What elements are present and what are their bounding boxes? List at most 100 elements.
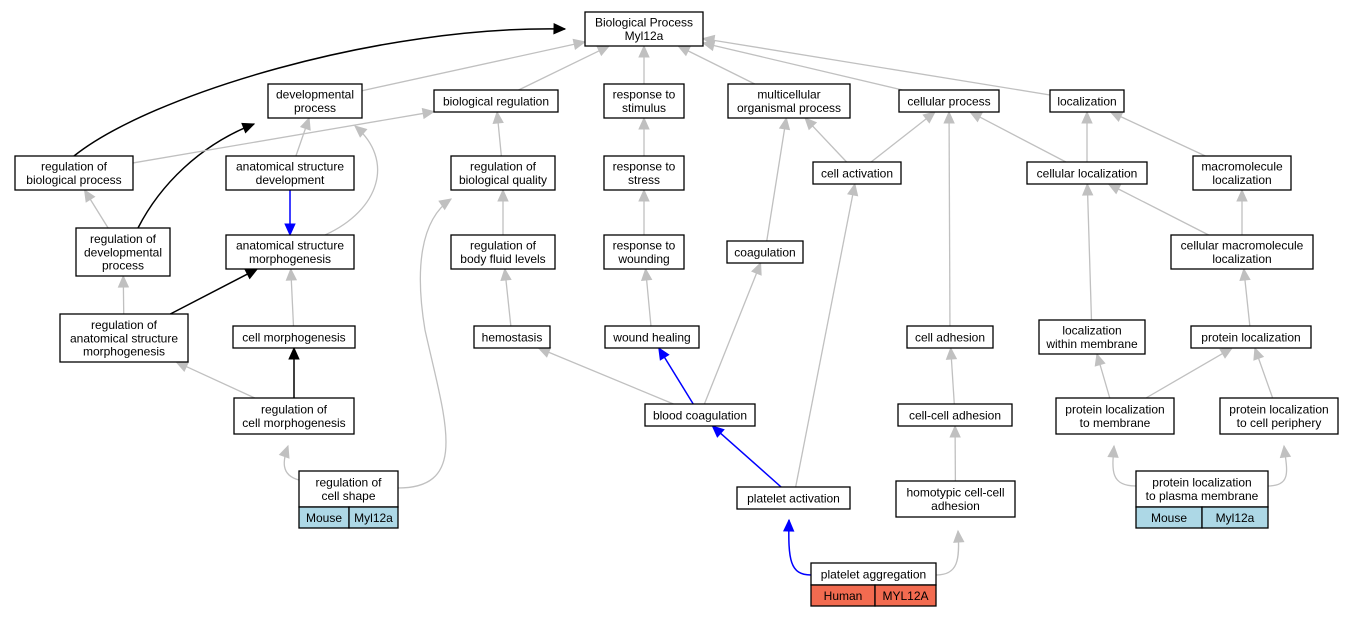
edge-reg-cell-shape-to-reg-cell-morph [278,444,300,481]
node-box [726,240,804,264]
arrowhead [354,125,368,138]
edge-reg-cell-morph-to-reg-anat-morph [175,361,256,399]
arrowhead [553,23,567,35]
edge-line [73,28,566,157]
arrowhead [1094,352,1106,367]
edge-line [870,118,927,163]
node-label: Myl12a [625,29,664,43]
edge-resp-stress-to-resp-stim [638,116,650,156]
edge-line [497,122,502,157]
edge-resp-wound-to-resp-stress [638,188,650,235]
node-label: cell-cell adhesion [909,408,1001,422]
edge-cell-loc-to-localization [1081,110,1093,162]
edge-line [663,356,694,405]
node-wound-heal[interactable]: wound healing [604,325,700,349]
node-box [584,11,704,47]
node-label: cell morphogenesis [242,416,345,430]
node-blood-coag[interactable]: blood coagulation [644,403,756,427]
node-box [603,155,685,191]
edge-prot-loc-mem-to-loc-within-mem [1094,352,1111,399]
node-bio-reg[interactable]: biological regulation [433,89,559,113]
edge-anat-dev-to-anat-morph [284,190,296,237]
node-label: localization [1057,94,1116,108]
node-plt-act[interactable]: platelet activation [736,486,851,510]
node-label: regulation of [41,160,108,174]
node-label: protein localization [1201,330,1300,344]
node-cell-adh[interactable]: cell adhesion [906,325,994,349]
node-label: macromolecule [1201,160,1283,174]
edge-localization-to-bp [701,34,1051,96]
edge-reg-bio-proc-to-bio-reg [132,107,436,164]
arrowhead [953,529,965,543]
node-cell-loc[interactable]: cellular localization [1026,161,1148,185]
node-label: biological process [26,173,121,187]
node-hemostasis[interactable]: hemostasis [473,325,551,349]
edge-line [720,432,782,488]
node-localization[interactable]: localization [1049,89,1125,113]
node-box [232,325,356,349]
edge-blood-coag-to-hemostasis [537,347,674,405]
edge-blood-coag-to-coag [703,261,762,405]
node-label: cellular macromolecule [1181,239,1304,253]
edge-reg-anat-morph-to-anat-morph [169,268,259,315]
edge-reg-anat-morph-to-reg-dev-proc [117,274,130,315]
gene-cell [874,584,937,607]
edge-cell-proc-to-bp [701,39,903,91]
edge-cell-macro-loc-to-cell-loc [1107,183,1209,236]
node-label: regulation of [470,239,537,253]
node-label: response to [613,160,676,174]
edge-line [979,116,1067,163]
edge-layer [73,23,1292,576]
edge-reg-dev-proc-to-dev-proc [137,122,256,229]
node-label: protein localization [1065,403,1164,417]
arrowhead [804,117,818,131]
node-cc-adh[interactable]: cell-cell adhesion [897,403,1013,427]
edge-cell-act-to-cell-proc [870,111,936,163]
edge-anat-dev-to-dev-proc [295,116,311,157]
node-cell-act[interactable]: cell activation [812,161,902,185]
species-label: Human [824,589,863,603]
edge-cell-macro-loc-to-macro-loc [1236,188,1248,235]
edge-reg-cell-shape-to-reg-bio-qual [397,198,453,489]
edge-reg-cell-morph-to-cell-morph [288,346,300,398]
edge-reg-bio-proc-to-bp [73,23,567,157]
node-label: regulation of [90,232,157,246]
edge-line [713,39,1051,96]
node-prot-loc[interactable]: protein localization [1190,325,1312,349]
node-coag[interactable]: coagulation [726,240,804,264]
node-cell-proc[interactable]: cellular process [898,89,1000,113]
node-label: anatomical structure [70,331,178,345]
arrowhead [438,198,453,211]
node-cell-morph[interactable]: cell morphogenesis [232,325,356,349]
arrowhead [288,346,300,360]
arrowhead [847,182,859,197]
arrowhead [638,44,650,58]
node-label: coagulation [734,245,795,259]
arrowhead [492,110,504,124]
node-label: stress [628,173,660,187]
